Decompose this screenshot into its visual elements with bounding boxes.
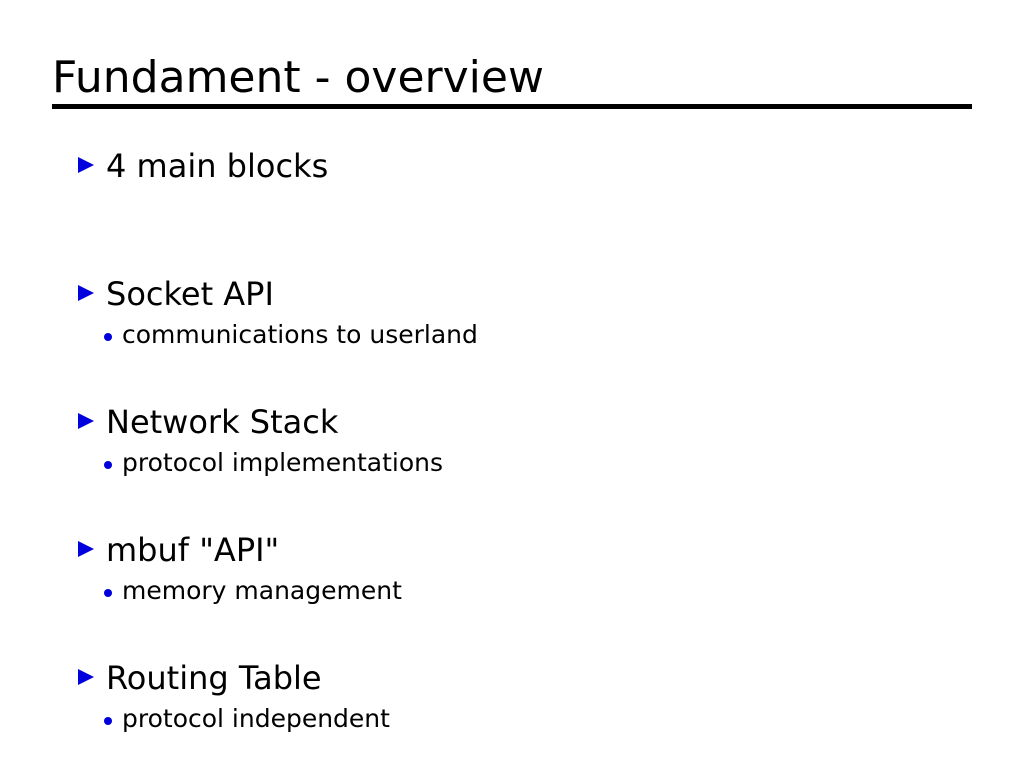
bullet-group: 4 main blocks bbox=[0, 146, 1024, 229]
list-item-level1-label: Network Stack bbox=[106, 403, 339, 441]
bullet-group: mbuf "API" memory management bbox=[0, 530, 1024, 613]
list-item-level1-label: 4 main blocks bbox=[106, 147, 329, 185]
group-spacer bbox=[0, 357, 1024, 402]
list-item-level1[interactable]: Network Stack bbox=[0, 402, 1024, 447]
triangle-bullet-icon bbox=[78, 285, 94, 302]
triangle-bullet-icon bbox=[78, 669, 94, 686]
list-item-level2[interactable]: protocol implementations bbox=[0, 447, 1024, 485]
triangle-bullet-icon bbox=[78, 541, 94, 558]
list-item-level2[interactable]: communications to userland bbox=[0, 319, 1024, 357]
triangle-bullet-icon bbox=[78, 413, 94, 430]
bullet-group: Routing Table protocol independent bbox=[0, 658, 1024, 741]
group-spacer bbox=[0, 613, 1024, 658]
bullet-group: Network Stack protocol implementations bbox=[0, 402, 1024, 485]
slide-body-content: 4 main blocks Socket API communications … bbox=[0, 146, 1024, 741]
list-item-level1[interactable]: 4 main blocks bbox=[0, 146, 1024, 191]
list-item-level1-label: mbuf "API" bbox=[106, 531, 280, 569]
title-block: Fundament - overview bbox=[52, 52, 972, 104]
list-item-level2-label: memory management bbox=[122, 576, 402, 605]
list-item-level2-label: protocol independent bbox=[122, 704, 390, 733]
triangle-bullet-icon bbox=[78, 157, 94, 174]
list-item-level1-label: Socket API bbox=[106, 275, 274, 313]
dot-bullet-icon bbox=[104, 589, 112, 597]
list-item-level2-label: protocol implementations bbox=[122, 448, 444, 477]
list-item-level1[interactable]: Routing Table bbox=[0, 658, 1024, 703]
group-spacer bbox=[0, 191, 1024, 229]
group-spacer bbox=[0, 229, 1024, 274]
page-title: Fundament - overview bbox=[52, 52, 544, 103]
list-item-level2[interactable]: protocol independent bbox=[0, 703, 1024, 741]
list-item-level1[interactable]: Socket API bbox=[0, 274, 1024, 319]
list-item-level1[interactable]: mbuf "API" bbox=[0, 530, 1024, 575]
bullet-group: Socket API communications to userland bbox=[0, 274, 1024, 357]
title-underline-rule bbox=[52, 104, 972, 109]
dot-bullet-icon bbox=[104, 333, 112, 341]
list-item-level2-label: communications to userland bbox=[122, 320, 478, 349]
group-spacer bbox=[0, 485, 1024, 530]
dot-bullet-icon bbox=[104, 717, 112, 725]
list-item-level1-label: Routing Table bbox=[106, 659, 322, 697]
dot-bullet-icon bbox=[104, 461, 112, 469]
list-item-level2[interactable]: memory management bbox=[0, 575, 1024, 613]
